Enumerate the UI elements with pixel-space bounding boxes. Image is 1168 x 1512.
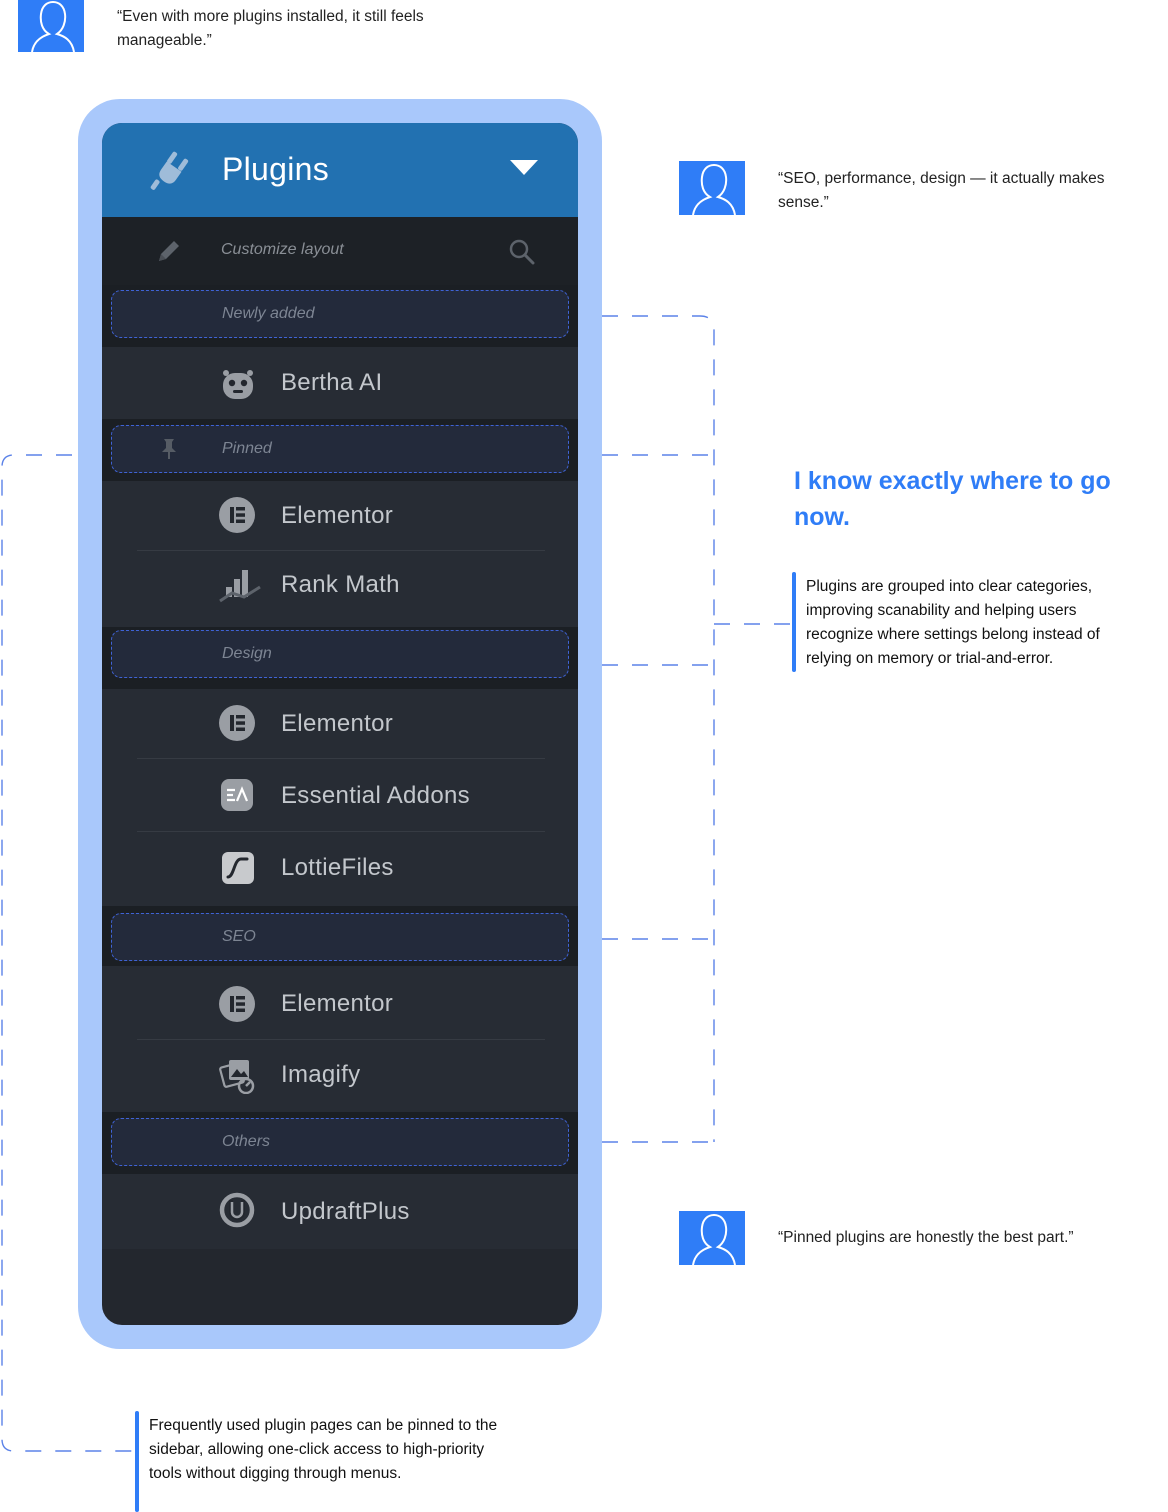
category-label: Newly added [222, 305, 315, 322]
plugin-label: Elementor [281, 502, 394, 529]
row-divider [137, 758, 545, 759]
plugin-item-updraftplus[interactable]: UpdraftPlus [102, 1174, 578, 1249]
note-accent-bar [792, 572, 796, 672]
caret-down-icon[interactable] [510, 160, 538, 181]
pin-icon [160, 438, 178, 465]
category-label: Pinned [222, 440, 272, 457]
plugin-label: Bertha AI [281, 369, 383, 396]
category-label: Design [222, 645, 272, 662]
plugin-item-elementor-pinned[interactable]: Elementor [102, 481, 578, 551]
connector-pinned-left [1, 454, 136, 1452]
category-design: Design [102, 627, 578, 689]
plugin-item-lottiefiles[interactable]: LottieFiles [102, 832, 578, 906]
rank-math-icon [218, 567, 262, 605]
note-accent-bar [135, 1411, 139, 1512]
category-others: Others [102, 1112, 578, 1174]
row-divider [137, 550, 545, 551]
plugin-item-imagify[interactable]: Imagify [102, 1040, 578, 1112]
plugin-item-elementor-design[interactable]: Elementor [102, 689, 578, 759]
category-label: SEO [222, 928, 256, 945]
imagify-icon [219, 1056, 257, 1095]
updraftplus-icon [219, 1192, 257, 1230]
plugin-label: Elementor [281, 990, 394, 1017]
connector-newly-added [572, 315, 715, 1142]
user-avatar-icon [679, 1211, 745, 1265]
plugins-panel: Plugins Customize layout Newly added [102, 123, 578, 1325]
plugin-item-rank-math[interactable]: Rank Math [102, 551, 578, 627]
essential-addons-icon [219, 778, 257, 816]
plugin-item-essential-addons[interactable]: Essential Addons [102, 759, 578, 832]
plug-icon [150, 149, 194, 196]
pencil-icon[interactable] [155, 237, 183, 270]
plugin-label: Essential Addons [281, 782, 470, 809]
lottiefiles-icon [219, 850, 257, 888]
category-box: Pinned [111, 425, 569, 473]
categories-note: Plugins are grouped into clear categorie… [806, 578, 1100, 667]
category-box: Design [111, 630, 569, 678]
category-seo: SEO [102, 906, 578, 966]
plugin-item-bertha-ai[interactable]: Bertha AI [102, 347, 578, 419]
category-box: Newly added [111, 290, 569, 338]
plugin-label: Elementor [281, 710, 394, 737]
search-icon[interactable] [508, 238, 536, 271]
category-box: SEO [111, 913, 569, 961]
plugin-label: LottieFiles [281, 854, 394, 881]
customize-layout-bar[interactable]: Customize layout [102, 217, 578, 285]
plugin-label: Imagify [281, 1061, 361, 1088]
testimonial-3: “Pinned plugins are honestly the best pa… [778, 1229, 1074, 1246]
elementor-icon [219, 497, 257, 535]
plugin-item-elementor-seo[interactable]: Elementor [102, 966, 578, 1040]
customize-layout-label: Customize layout [221, 241, 344, 258]
user-avatar-icon [679, 161, 745, 215]
plugin-label: UpdraftPlus [281, 1198, 410, 1225]
pinned-note: Frequently used plugin pages can be pinn… [149, 1417, 498, 1482]
category-pinned: Pinned [102, 419, 578, 481]
plugin-label: Rank Math [281, 571, 400, 598]
testimonial-1: “Even with more plugins installed, it st… [117, 8, 424, 49]
row-divider [137, 1039, 545, 1040]
category-box: Others [111, 1118, 569, 1166]
elementor-icon [219, 705, 257, 743]
category-label: Others [222, 1133, 271, 1150]
category-newly-added: Newly added [102, 285, 578, 347]
testimonial-2: “SEO, performance, design — it actually … [778, 170, 1105, 211]
plugins-menu-title: Plugins [222, 151, 330, 187]
row-divider [137, 831, 545, 832]
plugins-menu-header[interactable]: Plugins [102, 123, 578, 217]
user-avatar-icon [18, 0, 84, 52]
elementor-icon [219, 986, 257, 1024]
annotation-heading: I know exactly where to go now. [794, 467, 1111, 531]
bertha-robot-icon [219, 363, 257, 401]
